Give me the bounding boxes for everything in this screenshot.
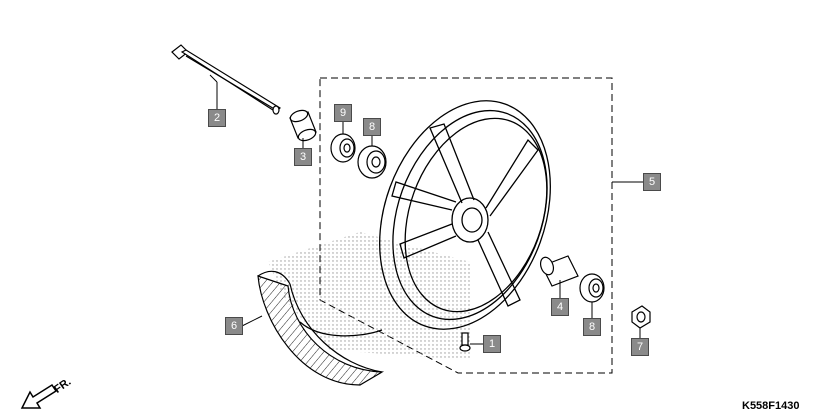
callout-6[interactable]: 6 <box>225 317 243 335</box>
bearing-upper-part <box>357 145 387 179</box>
axle-part <box>171 44 281 115</box>
diagram-code: K558F1430 <box>742 400 800 412</box>
callout-8-lower[interactable]: 8 <box>583 318 601 336</box>
callout-5[interactable]: 5 <box>643 173 661 191</box>
assembly-dashed-outline <box>319 77 613 374</box>
callout-1[interactable]: 1 <box>483 335 501 353</box>
callout-7[interactable]: 7 <box>631 338 649 356</box>
axle-nut-part <box>631 305 651 329</box>
callout-8-upper[interactable]: 8 <box>363 118 381 136</box>
callout-9[interactable]: 9 <box>334 104 352 122</box>
bearing-lower-part <box>579 273 605 303</box>
ground-shadow <box>268 232 470 360</box>
spacer-part <box>289 109 317 142</box>
dust-seal-part <box>330 133 356 163</box>
callout-2[interactable]: 2 <box>208 109 226 127</box>
callout-4[interactable]: 4 <box>551 298 569 316</box>
spacer-right-part <box>539 255 579 287</box>
tire-part <box>257 270 385 386</box>
wheel-part <box>379 100 551 330</box>
leader-lines <box>209 74 643 345</box>
valve-part <box>459 332 471 352</box>
callout-3[interactable]: 3 <box>294 148 312 166</box>
front-direction-arrow <box>20 383 58 409</box>
